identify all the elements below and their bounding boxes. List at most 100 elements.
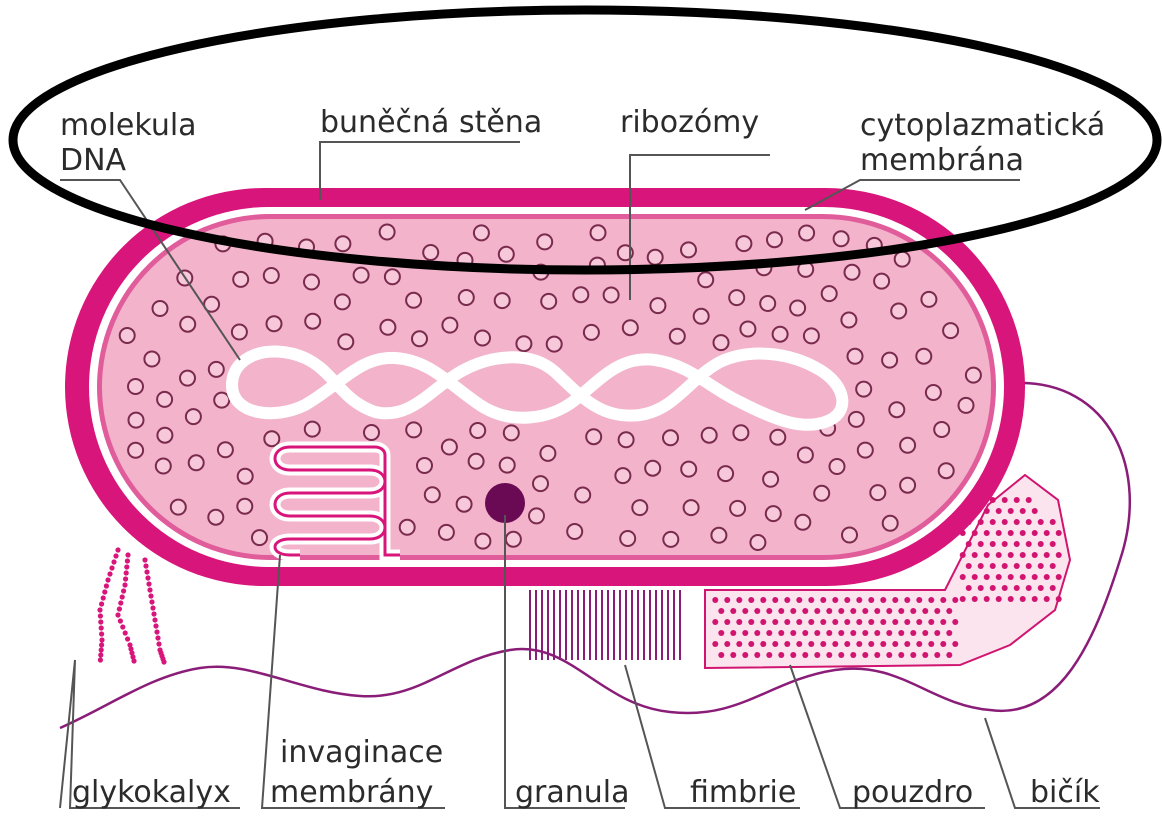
capsule-dot [760,597,766,603]
capsule-dot [802,630,808,636]
glycocalyx-bead [154,629,159,634]
capsule-dot [730,608,736,614]
capsule-dot [1008,574,1014,580]
capsule-dot [736,597,742,603]
capsule-dot [880,597,886,603]
capsule-dot [1020,574,1026,580]
ribosome [766,506,781,521]
ribosome [128,379,143,394]
capsule-dot [856,597,862,603]
capsule-dot [796,619,802,625]
ribosome [648,250,663,265]
ribosome [439,525,454,540]
capsule-dot [874,652,880,658]
ribosome [516,336,531,351]
ribosome [232,325,247,340]
ribosome [529,508,544,523]
glycocalyx-bead [156,641,161,646]
capsule-dot [910,630,916,636]
capsule-dot [946,652,952,658]
capsule-dot [922,630,928,636]
capsule-dot [1002,519,1008,525]
ribosome [848,349,863,364]
ribosome [547,337,562,352]
capsule-dot [856,619,862,625]
label-dna-line2: DNA [60,143,127,178]
label-capsule: pouzdro [852,775,973,810]
capsule-dot [838,608,844,614]
capsule-dot [928,619,934,625]
capsule-dot [1056,530,1062,536]
capsule-dot [1014,541,1020,547]
ribosome [237,499,252,514]
ribosome [499,247,514,262]
ribosome [537,234,552,249]
glycocalyx-bead [118,600,123,605]
glycocalyx-bead [148,593,153,598]
capsule-dot [984,508,990,514]
ribosome [966,368,981,383]
capsule-dot [748,597,754,603]
ribosome [645,461,660,476]
ribosome [218,442,233,457]
label-glycocalyx: glykokalyx [72,775,231,810]
capsule-dot [880,619,886,625]
capsule-dot [784,597,790,603]
glycocalyx-bead [104,583,109,588]
ribosome [412,331,427,346]
capsule-dot [1038,563,1044,569]
ribosome [760,296,775,311]
ribosome [841,313,856,328]
capsule-dot [862,652,868,658]
capsule-dot [1038,519,1044,525]
ribosome [252,530,267,545]
capsule-dot [898,608,904,614]
ribosome [822,286,837,301]
glycocalyx-bead [98,619,103,624]
ribosome [423,245,438,260]
capsule-dot [814,608,820,614]
ribosome [406,293,421,308]
glycocalyx-bead [147,587,152,592]
glycocalyx-bead [143,563,148,568]
capsule-dot [772,597,778,603]
ribosome [934,422,949,437]
capsule-dot [1020,530,1026,536]
capsule-dot [814,652,820,658]
capsule-dot [972,574,978,580]
capsule-dot [916,619,922,625]
capsule-dot [724,597,730,603]
capsule-dot [928,641,934,647]
capsule-dot [736,641,742,647]
capsule-dot [1056,596,1062,602]
ribosome [541,294,556,309]
capsule-dot [984,574,990,580]
capsule-dot [984,552,990,558]
capsule-dot [856,641,862,647]
capsule-dot [1050,519,1056,525]
ribosome [267,316,282,331]
ribosome [238,469,253,484]
capsule-dot [754,652,760,658]
capsule-dot [928,597,934,603]
capsule-dot [796,641,802,647]
capsule-dot [748,619,754,625]
capsule-dot [898,652,904,658]
capsule-dot [892,597,898,603]
capsule-dot [990,519,996,525]
ribosome [694,309,709,324]
ribosome [834,231,849,246]
capsule-dot [940,641,946,647]
ribosome [830,459,845,474]
label-invagination-line1: invaginace [280,735,443,770]
capsule-dot [712,641,718,647]
capsule-dot [1008,596,1014,602]
ribosome [770,430,785,445]
ribosome [504,425,519,440]
glycocalyx-bead [155,635,160,640]
ribosome [939,463,954,478]
glycocalyx-bead [124,570,129,575]
ribosome [406,422,421,437]
ribosome [858,443,873,458]
